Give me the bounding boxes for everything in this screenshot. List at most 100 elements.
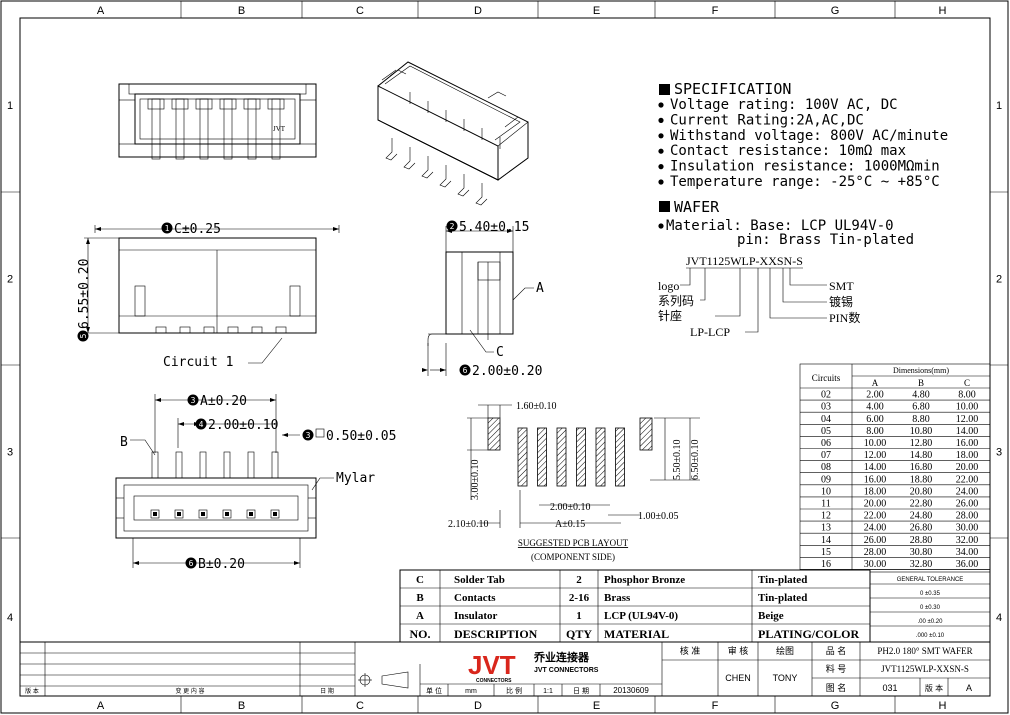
wafer-bullet [658,223,664,229]
pcb-right-h1: 5.50±0.10 [672,440,683,481]
bottom-pin-square [270,509,280,519]
dim-table-cell: 07 [821,450,831,461]
border-col-label: C [356,5,364,17]
iso-pin [439,165,452,188]
dim-table-cell: 8.80 [912,414,930,425]
bottom-pin [271,451,279,479]
side-label-a: A [536,281,544,296]
pcb-offset: 2.10±0.10 [448,519,489,530]
dim-table-col-header: B [918,378,924,388]
review-label: 审 核 [728,645,749,656]
bottom-pin-dot [177,512,181,516]
dim-table-cell: 24.00 [956,486,979,497]
iso-pin [403,147,416,170]
tolerance-table: 0 ±0.350 ±0.30.00 ±0.20.000 ±0.10 [916,591,945,639]
dim-table-cell: 28.00 [956,511,979,522]
bom-cell: Brass [604,592,631,604]
bom-cell: Solder Tab [454,574,505,586]
border-col-label: E [593,700,600,712]
iso-pin [457,174,470,197]
top-view: JVT [118,83,317,160]
border-row-label: 4 [7,612,13,624]
drawer-name: TONY [773,673,798,683]
bottom-pin-square [174,509,184,519]
border-col-label: F [712,700,719,712]
bottom-label-b: B [120,435,128,450]
bottom-view [115,394,334,568]
bottom-pin-dot [249,512,253,516]
pin [151,98,161,160]
bom-cell: 2-16 [569,592,590,604]
dim-table-cell: 10 [821,486,831,497]
spec-item: Voltage rating: 100V AC, DC [670,97,898,113]
pin-head [171,98,189,110]
iso-pin [385,138,398,161]
front-view [84,225,340,364]
rev-content-label: 变 更 内 容 [175,687,204,695]
bom-header-cell: PLATING/COLOR [758,627,859,641]
border-col-label: H [939,700,947,712]
tolerance-row: 0 ±0.35 [920,591,941,597]
jvt-logo: JVT CONNECTORS 乔业连接器 JVT CONNECTORS [468,650,599,684]
dim-table-cell: 11 [821,499,831,510]
dim-table-cell: 16.80 [910,462,933,473]
bom-cell: Contacts [454,592,496,604]
dim-table-cell: 16.00 [864,474,887,485]
svg-text:乔业连接器: 乔业连接器 [533,650,590,664]
dim-table-title: Dimensions(mm) [893,366,949,375]
border-col-label: C [356,700,364,712]
dim-table-cell: 24.80 [910,511,933,522]
dim-table-cell: 2.00 [866,390,884,401]
dim-table-cell: 30.00 [864,559,887,570]
logo-mark-top: JVT [273,125,286,133]
dim-table-cell: 26.00 [956,499,979,510]
tolerance-grid [869,571,991,643]
border-col-label: E [593,5,600,17]
svg-text:5.40±0.15: 5.40±0.15 [459,220,529,235]
dim-table-cell: 6.80 [912,402,930,413]
pcb-pad [517,427,528,487]
dim-table-cell: 26.00 [864,535,887,546]
front-pin [275,326,287,334]
svg-text:JVT CONNECTORS: JVT CONNECTORS [534,667,599,674]
bom-header-cell: NO. [410,627,431,641]
bottom-pin [247,451,255,479]
pin-head [243,98,261,110]
dim-table-cell: 8.00 [866,426,884,437]
bottom-pin [151,451,159,479]
bottom-pin-square [150,509,160,519]
side-label-c: C [496,345,504,360]
scale-value: 1:1 [543,688,553,695]
pcb-pad [615,427,625,487]
dim-table-cell: 20.00 [956,462,979,473]
svg-text:JVT: JVT [468,650,516,680]
bom-cell: 1 [576,610,582,622]
dim-table-cell: 20.80 [910,486,933,497]
side-bottom-label: 6 2.00±0.20 [459,364,542,379]
dim-table-cell: 36.00 [956,559,979,570]
dim-table-cell: 28.80 [910,535,933,546]
dim-table-cell: 10.00 [956,402,979,413]
version-label: 版 本 [925,683,943,693]
pcb-left-height: 3.00±0.10 [470,460,481,501]
pcb-pad [576,427,586,487]
dim-table-col-header: C [964,378,970,388]
spec-title: SPECIFICATION [674,80,791,98]
bottom-pin [223,451,231,479]
spec-square-icon [659,84,670,95]
approve-label: 核 准 [680,645,701,656]
bom-cell: Tin-plated [758,574,807,586]
dim-table-cell: 14 [821,535,831,546]
height-label: 5 6.55±0.20 [77,259,92,342]
pcb-pad [595,427,606,487]
dim-table-cell: 10.80 [910,426,933,437]
bom-cell: A [416,610,424,622]
dim-table-cell: 04 [821,414,831,425]
b-dim-label: 6 B±0.20 [185,557,245,572]
bom-cell: B [416,592,424,604]
bom-header-cell: DESCRIPTION [454,627,538,641]
